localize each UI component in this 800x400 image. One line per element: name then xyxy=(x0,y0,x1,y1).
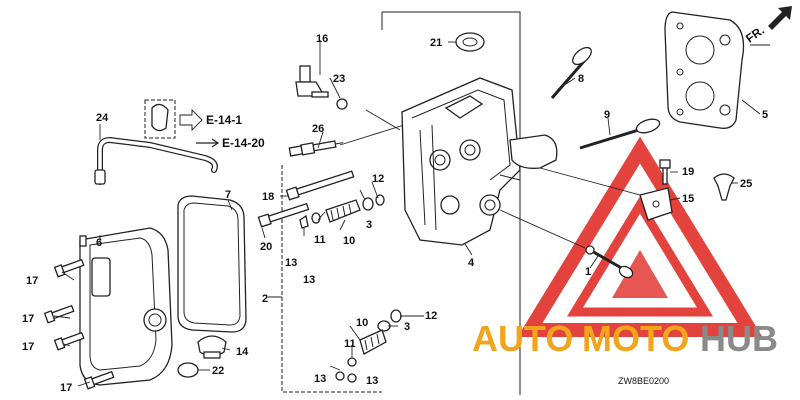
callout-20: 20 xyxy=(260,241,272,253)
callout-24: 24 xyxy=(96,112,109,124)
callout-1: 1 xyxy=(585,266,591,278)
callout-23: 23 xyxy=(333,73,345,85)
spark-plug xyxy=(288,140,344,157)
valve-spring-set-lower xyxy=(335,309,402,383)
oil-seal xyxy=(455,32,485,52)
callout-3-lower: 3 xyxy=(404,321,410,333)
head-cover-gasket xyxy=(177,195,247,333)
callout-18: 18 xyxy=(262,191,274,203)
callout-17-b: 17 xyxy=(22,313,34,325)
callout-3-upper: 3 xyxy=(366,219,372,231)
callout-17-d: 17 xyxy=(60,382,72,394)
callout-21: 21 xyxy=(430,37,442,49)
callout-17-a: 17 xyxy=(26,275,38,287)
mounting-bracket xyxy=(639,187,673,221)
valve-8 xyxy=(550,46,592,99)
callout-2: 2 xyxy=(262,293,268,305)
watermark-word-moto: MOTO xyxy=(582,318,689,359)
cylinder-head xyxy=(401,77,558,246)
callout-12-upper: 12 xyxy=(372,173,384,185)
diagram-code: ZW8BE0200 xyxy=(618,376,669,386)
watermark-logo-text: AUTO MOTO HUB xyxy=(472,318,778,359)
cylinder-head-cover xyxy=(79,227,173,386)
head-gasket xyxy=(664,11,745,129)
callout-15: 15 xyxy=(682,193,694,205)
callout-8: 8 xyxy=(578,73,584,85)
callout-10-upper: 10 xyxy=(343,235,355,247)
callout-4: 4 xyxy=(468,257,475,269)
flange-bolts xyxy=(43,258,115,390)
callout-25: 25 xyxy=(740,178,752,190)
callout-6: 6 xyxy=(96,237,102,249)
callout-17-c: 17 xyxy=(22,341,34,353)
oil-filler-cap xyxy=(197,335,227,359)
callout-7: 7 xyxy=(225,189,231,201)
callout-13-a: 13 xyxy=(285,257,297,269)
trim-clip xyxy=(713,173,735,201)
callout-13-b: 13 xyxy=(303,274,315,286)
callout-5: 5 xyxy=(762,109,768,121)
callout-22: 22 xyxy=(212,365,224,377)
o-ring xyxy=(177,362,199,378)
watermark-word-auto: AUTO xyxy=(472,318,573,359)
callout-9: 9 xyxy=(604,109,610,121)
callout-labels: 1 2 3 3 4 5 6 7 8 9 10 10 11 11 12 12 13… xyxy=(22,33,768,394)
callout-12-lower: 12 xyxy=(425,310,437,322)
callout-13-d: 13 xyxy=(366,375,378,387)
front-direction-arrow-icon xyxy=(768,6,792,30)
front-direction-label: FR. xyxy=(743,23,767,46)
head-bolt-18 xyxy=(285,170,355,201)
valve-9 xyxy=(579,118,661,150)
reference-e-14-1: E-14-1 xyxy=(206,113,242,127)
callout-13-c: 13 xyxy=(314,373,326,385)
temperature-sensor xyxy=(295,65,329,98)
head-bolt-20 xyxy=(257,202,310,228)
reference-arrow-icon xyxy=(196,138,220,148)
hose-clip-detail xyxy=(144,99,203,139)
callout-19: 19 xyxy=(682,166,694,178)
reference-e-14-20: E-14-20 xyxy=(222,136,265,150)
cylinder-head-boundary xyxy=(382,11,521,395)
valve-spring-set-upper xyxy=(299,194,385,229)
callout-26: 26 xyxy=(312,123,324,135)
watermark-word-hub: HUB xyxy=(700,318,778,359)
callout-10-lower: 10 xyxy=(356,317,368,329)
callout-11-upper: 11 xyxy=(314,234,326,246)
assembly-group-bracket xyxy=(281,165,382,393)
callout-11-lower: 11 xyxy=(344,338,356,350)
valve-1 xyxy=(585,245,634,279)
bolt-19 xyxy=(659,159,671,185)
callout-16: 16 xyxy=(316,33,328,45)
callout-14: 14 xyxy=(236,346,249,358)
sensor-washer xyxy=(336,98,348,110)
tube-end-fitting xyxy=(94,169,106,185)
leader-lines xyxy=(53,40,770,387)
